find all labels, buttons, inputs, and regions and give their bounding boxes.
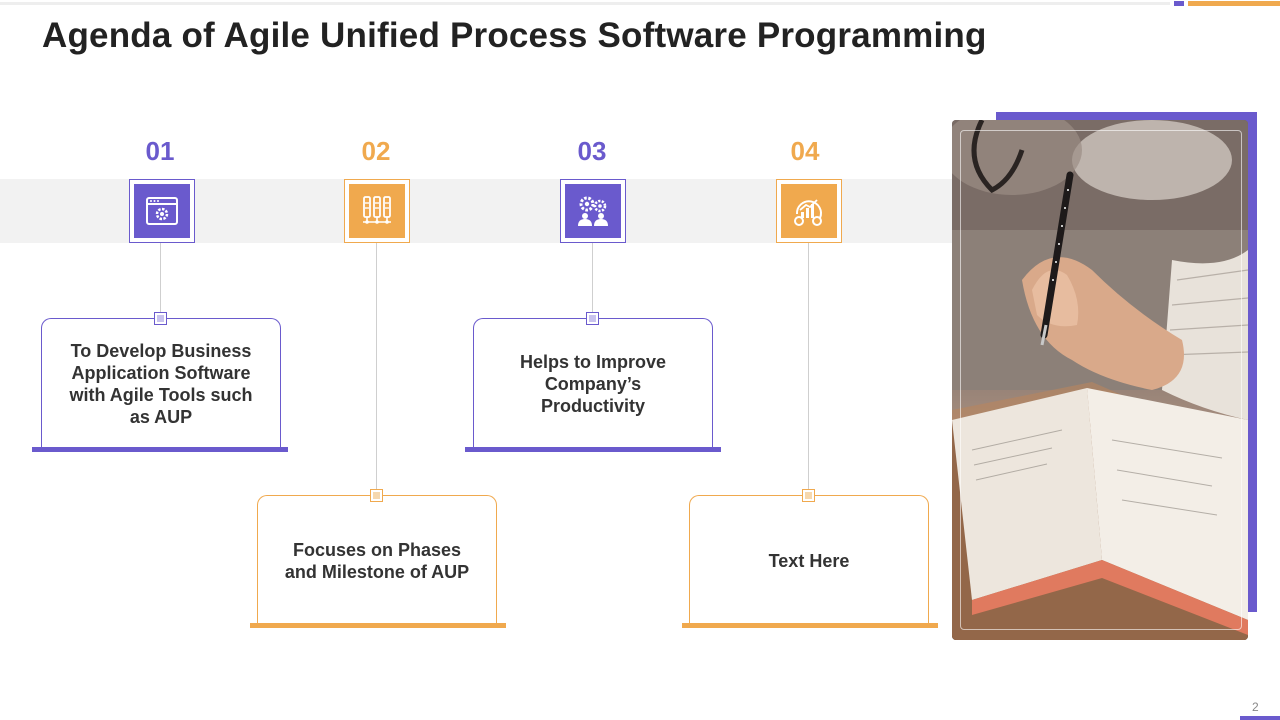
server-network-icon <box>363 196 391 224</box>
agenda-card-bar-01 <box>32 447 288 452</box>
connector-02 <box>376 243 377 496</box>
top-accent-orange <box>1188 1 1280 6</box>
photo-inner-border <box>960 130 1242 630</box>
step-icon-frame-02 <box>344 179 410 243</box>
team-gears-icon <box>578 196 608 226</box>
connector-04 <box>808 243 809 496</box>
agenda-card-04: Text Here <box>689 495 929 625</box>
connector-01 <box>160 243 161 319</box>
agenda-card-bar-04 <box>682 623 938 628</box>
step-number-02: 02 <box>361 136 391 166</box>
page-number-accent <box>1240 716 1280 720</box>
connector-node-03 <box>586 312 599 325</box>
agenda-card-bar-03 <box>465 447 721 452</box>
step-number-01: 01 <box>145 136 175 166</box>
agenda-text-02: Focuses on Phases and Milestone of AUP <box>284 539 470 582</box>
agenda-card-03: Helps to Improve Company’s Productivity <box>473 318 713 448</box>
step-number-03: 03 <box>577 136 607 166</box>
slide-title: Agenda of Agile Unified Process Software… <box>42 16 987 55</box>
agenda-card-bar-02 <box>250 623 506 628</box>
top-divider <box>0 2 1170 5</box>
agenda-card-01: To Develop Business Application Software… <box>41 318 281 448</box>
connector-node-01 <box>154 312 167 325</box>
page-number: 2 <box>1252 700 1259 714</box>
top-accent-purple <box>1174 1 1184 6</box>
step-icon-frame-01 <box>129 179 195 243</box>
growth-chart-icon <box>794 199 822 226</box>
connector-node-02 <box>370 489 383 502</box>
step-icon-frame-04 <box>776 179 842 243</box>
connector-03 <box>592 243 593 319</box>
agenda-text-01: To Develop Business Application Software… <box>69 340 253 427</box>
step-icon-frame-03 <box>560 179 626 243</box>
agenda-card-02: Focuses on Phases and Milestone of AUP <box>257 495 497 625</box>
agenda-text-03: Helps to Improve Company’s Productivity <box>519 351 667 416</box>
notebook-writing-photo <box>952 120 1248 640</box>
browser-settings-icon <box>146 197 178 225</box>
agenda-text-04: Text Here <box>768 550 850 571</box>
step-number-04: 04 <box>790 136 820 166</box>
connector-node-04 <box>802 489 815 502</box>
